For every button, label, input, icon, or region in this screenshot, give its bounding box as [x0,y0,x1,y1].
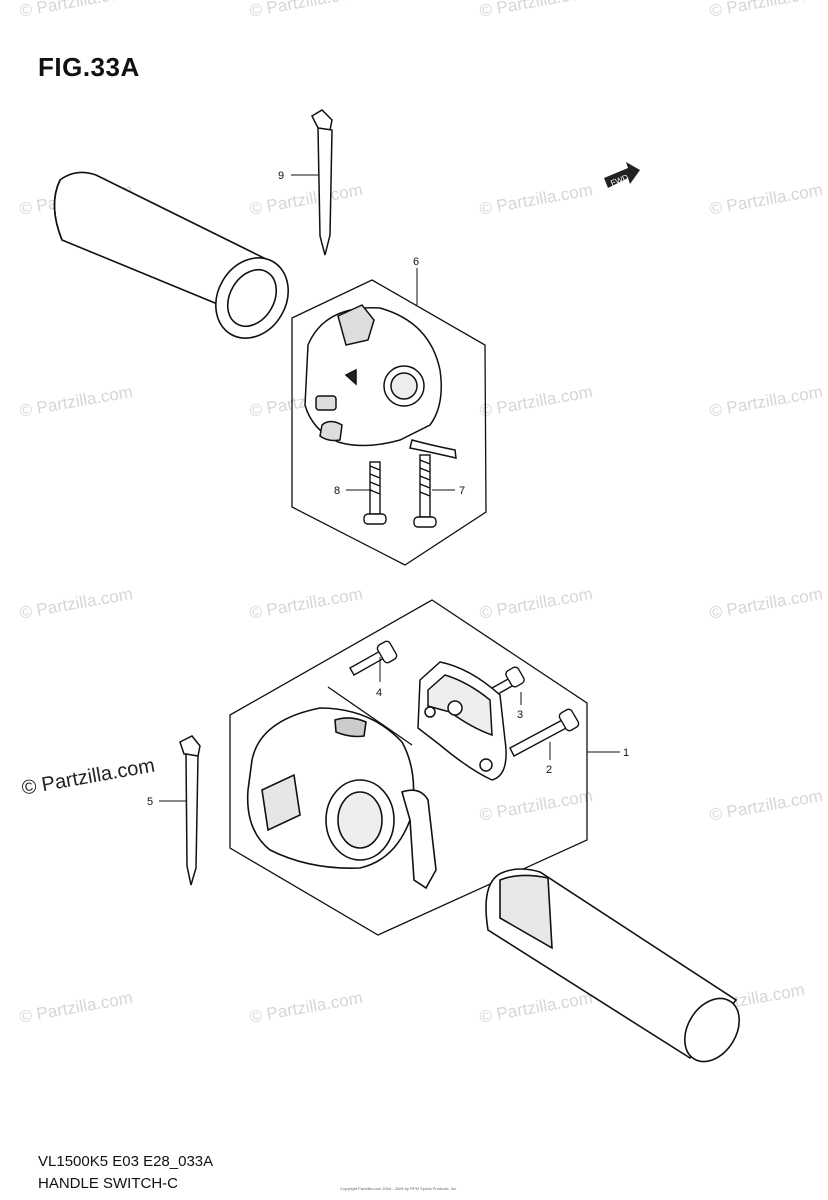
callout-leaders [159,174,620,802]
figure-caption: HANDLE SWITCH-C [38,1175,179,1192]
callout-3: 3 [517,709,523,721]
screw-2 [509,708,580,757]
upper-switch-box [291,279,487,566]
left-handle-switch-housing [304,304,457,459]
callout-5: 5 [147,796,153,808]
lower-switch-box [229,599,588,936]
screw-7 [413,454,437,528]
screw-3 [491,666,525,696]
right-handle-switch-housing [246,707,437,890]
callout-4: 4 [376,687,382,699]
callout-8: 8 [334,485,340,497]
copyright-line: Copyright Partzilla.com 2004 - 2005 by R… [340,1186,458,1191]
callout-1: 1 [623,747,629,759]
screw-4 [349,640,398,676]
left-grip [53,171,289,339]
callout-6: 6 [413,256,419,268]
cable-tie-9 [311,109,333,256]
model-code: VL1500K5 E03 E28_033A [38,1153,214,1170]
throttle-grip [485,868,740,1063]
fwd-arrow-icon: FWD [604,162,640,188]
cable-tie-5 [179,735,201,886]
screw-8 [363,461,387,525]
figure-title: FIG.33A [38,52,140,82]
switch-clamp [417,661,507,781]
callout-2: 2 [546,764,552,776]
callout-9: 9 [278,170,284,182]
callout-7: 7 [459,485,465,497]
